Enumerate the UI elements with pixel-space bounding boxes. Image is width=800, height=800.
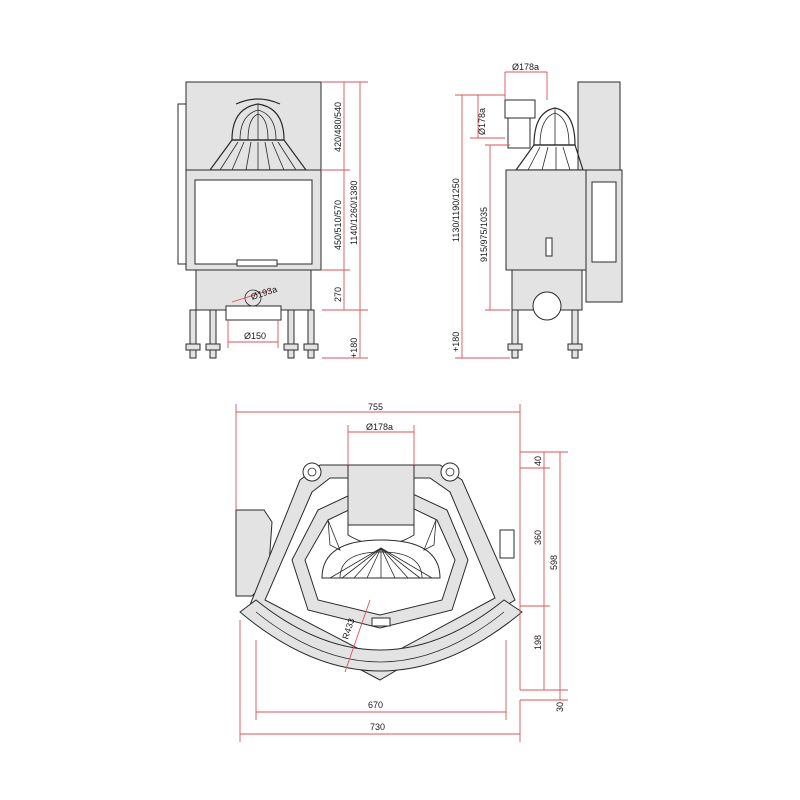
plan-width-total-label: 755 [368,402,383,412]
side-flue-side-label: Ø178a [477,108,487,135]
side-height-body-label: 915/975/1035 [479,207,489,262]
side-flue-top-label: Ø178a [512,62,539,72]
side-flue-top [504,99,536,119]
front-height-base-label: 270 [333,287,343,302]
front-hood [185,81,322,171]
plan-right-lug [499,529,515,559]
side-view: Ø178a Ø178a 1130/1190/1250 915/975/1035 … [451,62,623,359]
front-height-hood-label: 420/480/540 [333,102,343,152]
side-rear-hood [577,81,621,171]
side-height-legs-label: +180 [451,332,461,352]
side-legs [507,309,583,359]
plan-fan [321,519,441,579]
front-height-legs-label: +180 [349,338,359,358]
side-rear-window [591,181,617,263]
plan-depth-total-label: 598 [549,555,559,570]
side-flue-neck [507,117,531,149]
side-height-total-label: 1130/1190/1250 [451,178,461,242]
front-view: Ø193a Ø150 420/480/540 450/510/570 270 1… [177,81,368,359]
front-height-door-label: 450/510/570 [333,200,343,250]
side-dimensions [455,71,548,359]
front-door-handle [236,259,278,267]
plan-depth-front-label: 198 [533,635,543,650]
plan-width-front-label: 730 [370,722,385,732]
plan-depth-body-label: 360 [533,530,543,545]
plan-glass-inner-line [255,611,505,663]
front-glass [194,179,313,265]
front-legs [185,309,319,359]
front-side-panel-left [177,103,187,265]
side-handle [545,237,553,257]
front-dimensions [227,81,368,359]
plan-front-glass [239,599,523,672]
plan-width-inner-label: 670 [368,700,383,710]
front-dome [208,98,308,171]
plan-depth-glass-label: 30 [555,702,565,712]
front-height-total-label: 1140/1260/1380 [349,181,359,245]
plan-corner-knobs [302,462,460,482]
plan-center-tab [371,617,391,627]
plan-flue-block [347,464,415,526]
plan-depth-offset-label: 40 [533,456,543,466]
plan-view: 755 Ø178a 40 360 598 198 30 670 730 R433 [235,402,568,742]
plan-dimensions [235,404,568,742]
side-air-inlet [532,291,562,321]
front-air-inlet [225,305,282,321]
side-base [511,269,583,311]
front-air-inlet-label: Ø150 [244,331,266,341]
plan-flue-diameter-label: Ø178a [366,422,393,432]
